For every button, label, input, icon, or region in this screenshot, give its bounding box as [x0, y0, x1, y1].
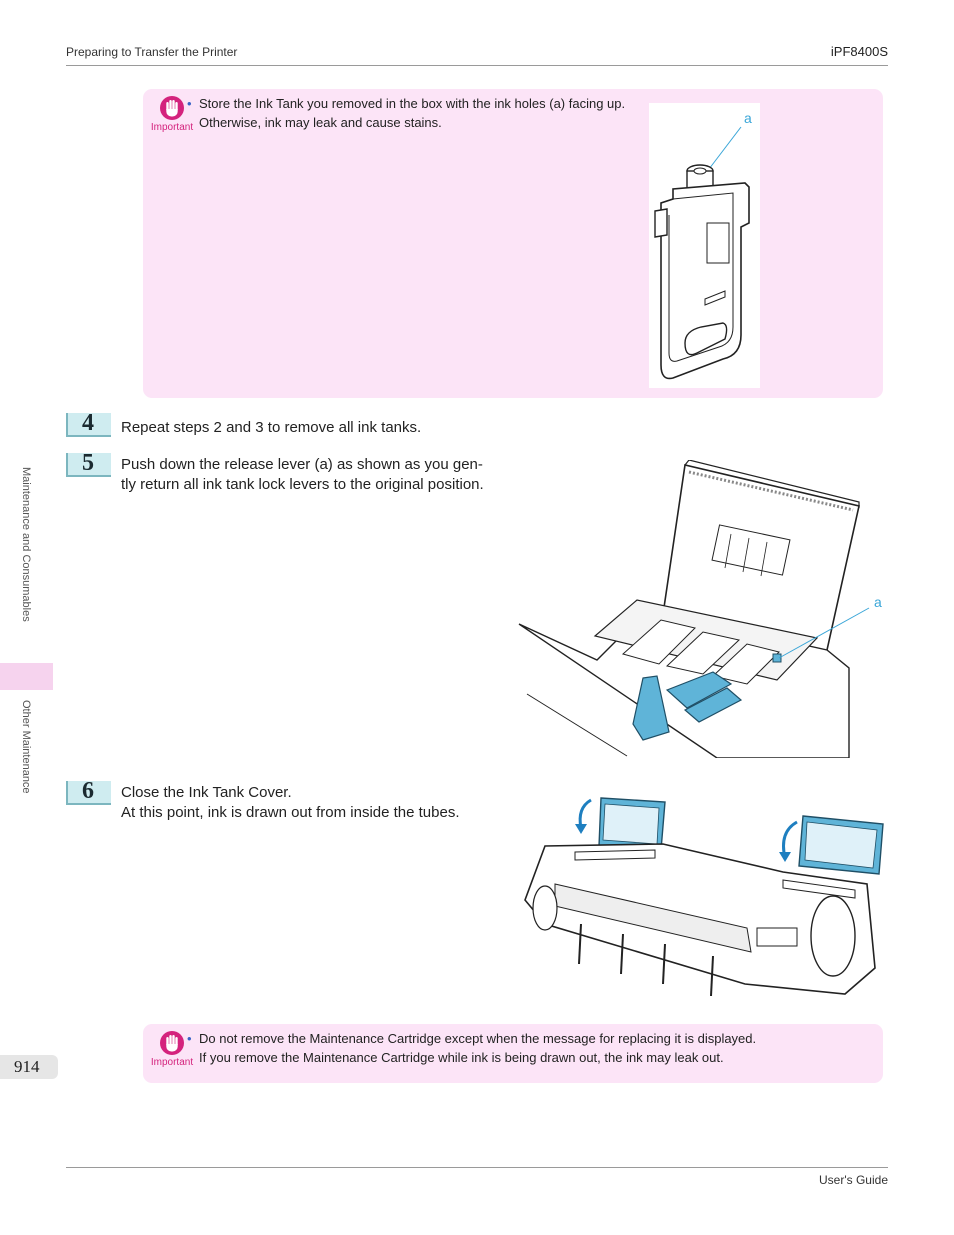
- running-header-model: iPF8400S: [830, 44, 888, 59]
- bullet-icon: •: [187, 96, 192, 111]
- release-lever-illustration: a: [517, 459, 887, 759]
- important-line: Store the Ink Tank you removed in the bo…: [199, 96, 626, 111]
- step-number: 4: [82, 410, 94, 436]
- sidebar-active-tab: [0, 663, 53, 690]
- page-number-tab: 914: [0, 1055, 58, 1079]
- page-number: 914: [14, 1057, 40, 1076]
- step-line: Close the Ink Tank Cover.: [121, 784, 292, 801]
- step-number: 6: [82, 778, 94, 804]
- sidebar-section-label[interactable]: Other Maintenance: [20, 700, 32, 794]
- step-text-6: Close the Ink Tank Cover. At this point,…: [121, 783, 460, 823]
- callout-label: a: [874, 594, 882, 610]
- step-text-5: Push down the release lever (a) as shown…: [121, 455, 484, 495]
- important-badge: Important: [150, 95, 194, 133]
- footer-divider: [66, 1167, 888, 1168]
- important-line: Do not remove the Maintenance Cartridge …: [199, 1031, 757, 1046]
- header-divider: [66, 65, 888, 66]
- step-number: 5: [82, 450, 94, 476]
- important-note-1: Important • Store the Ink Tank you remov…: [143, 89, 883, 398]
- hand-stop-icon: [160, 1031, 184, 1055]
- important-text: • Do not remove the Maintenance Cartridg…: [187, 1029, 757, 1067]
- ink-tank-illustration: a: [649, 103, 760, 388]
- step-text-4: Repeat steps 2 and 3 to remove all ink t…: [121, 418, 421, 438]
- important-label: Important: [150, 1057, 194, 1068]
- step-line: tly return all ink tank lock levers to t…: [121, 476, 484, 493]
- sidebar-chapter-label[interactable]: Maintenance and Consumables: [20, 467, 32, 622]
- important-label: Important: [150, 122, 194, 133]
- important-line: Otherwise, ink may leak and cause stains…: [199, 115, 442, 130]
- running-footer: User's Guide: [819, 1173, 888, 1187]
- step-badge-6: 6: [66, 778, 111, 805]
- important-note-2: Important • Do not remove the Maintenanc…: [143, 1024, 883, 1083]
- important-text: • Store the Ink Tank you removed in the …: [187, 94, 626, 132]
- step-badge-5: 5: [66, 450, 111, 477]
- hand-stop-icon: [160, 96, 184, 120]
- step-line: Push down the release lever (a) as shown…: [121, 456, 483, 473]
- close-cover-illustration: [515, 788, 887, 1004]
- callout-label: a: [744, 110, 752, 126]
- running-header-section: Preparing to Transfer the Printer: [66, 45, 238, 59]
- bullet-icon: •: [187, 1031, 192, 1046]
- important-badge: Important: [150, 1030, 194, 1068]
- important-line: If you remove the Maintenance Cartridge …: [199, 1050, 724, 1065]
- step-line: At this point, ink is drawn out from ins…: [121, 804, 460, 821]
- step-line: Repeat steps 2 and 3 to remove all ink t…: [121, 419, 422, 436]
- step-badge-4: 4: [66, 410, 111, 437]
